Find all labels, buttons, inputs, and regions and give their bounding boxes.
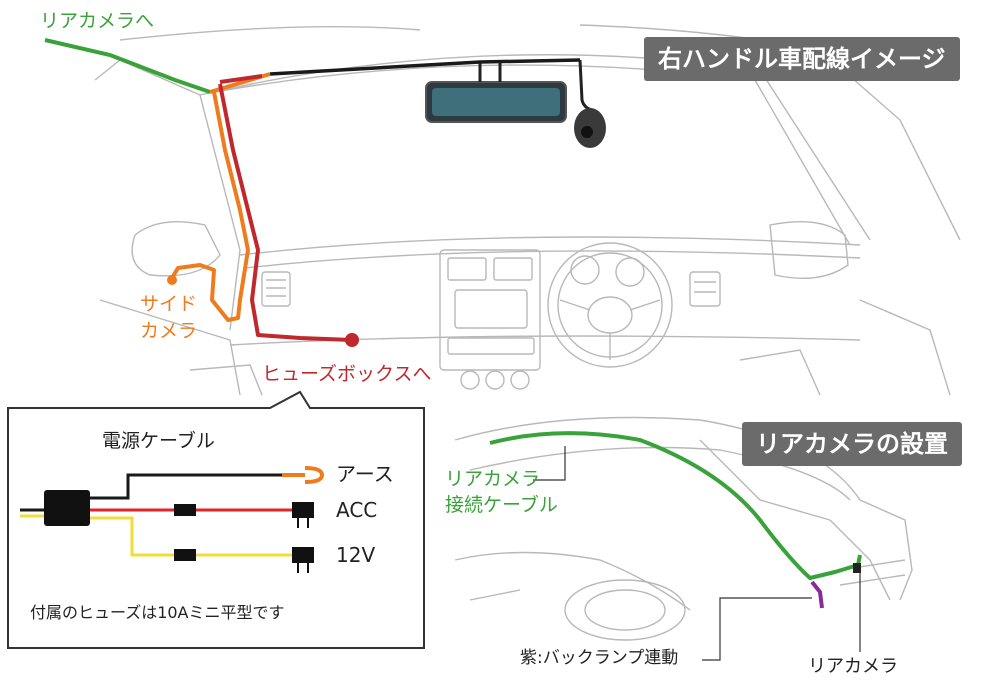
power-cable-drawing <box>20 466 325 573</box>
leader-lines <box>533 446 861 661</box>
rear-car-lineart <box>454 416 913 641</box>
purple-backlamp-label: 紫:バックランプ連動 <box>520 648 679 668</box>
rear-cable-label-line1: リアカメラ <box>445 468 541 490</box>
rear-camera-icon <box>853 563 861 573</box>
to-rear-camera-label: リアカメラへ <box>40 10 155 32</box>
side-camera-dot <box>167 275 177 285</box>
side-camera-label-line1: サイド <box>140 293 198 315</box>
green-rear-cable <box>44 38 211 94</box>
rear-cable-label-line2: 接続ケーブル <box>445 494 558 516</box>
car-interior-lineart <box>94 24 961 396</box>
purple-backlamp-wire <box>810 580 824 609</box>
v12-label: 12V <box>336 543 376 567</box>
to-fuse-box-label: ヒューズボックスへ <box>262 363 432 385</box>
fuse-note: 付属のヒューズは10Aミニ平型です <box>30 603 285 622</box>
red-fuse-cable <box>218 74 353 342</box>
earth-label: アース <box>336 462 394 486</box>
rear-install-banner: リアカメラの設置 <box>742 422 962 466</box>
power-cable-title: 電源ケーブル <box>102 430 215 452</box>
fuse-box-dot <box>345 333 359 347</box>
black-cable-top <box>269 58 581 76</box>
green-rear-car-cable <box>489 431 862 580</box>
acc-label: ACC <box>336 498 378 522</box>
side-camera-label-line2: カメラ <box>140 320 198 342</box>
front-camera-icon <box>574 59 606 148</box>
power-cable-callout-box <box>7 390 425 649</box>
rear-view-mirror <box>425 62 567 123</box>
rear-camera-label: リアカメラ <box>808 656 898 677</box>
rhd-wiring-banner: 右ハンドル車配線イメージ <box>644 37 960 81</box>
